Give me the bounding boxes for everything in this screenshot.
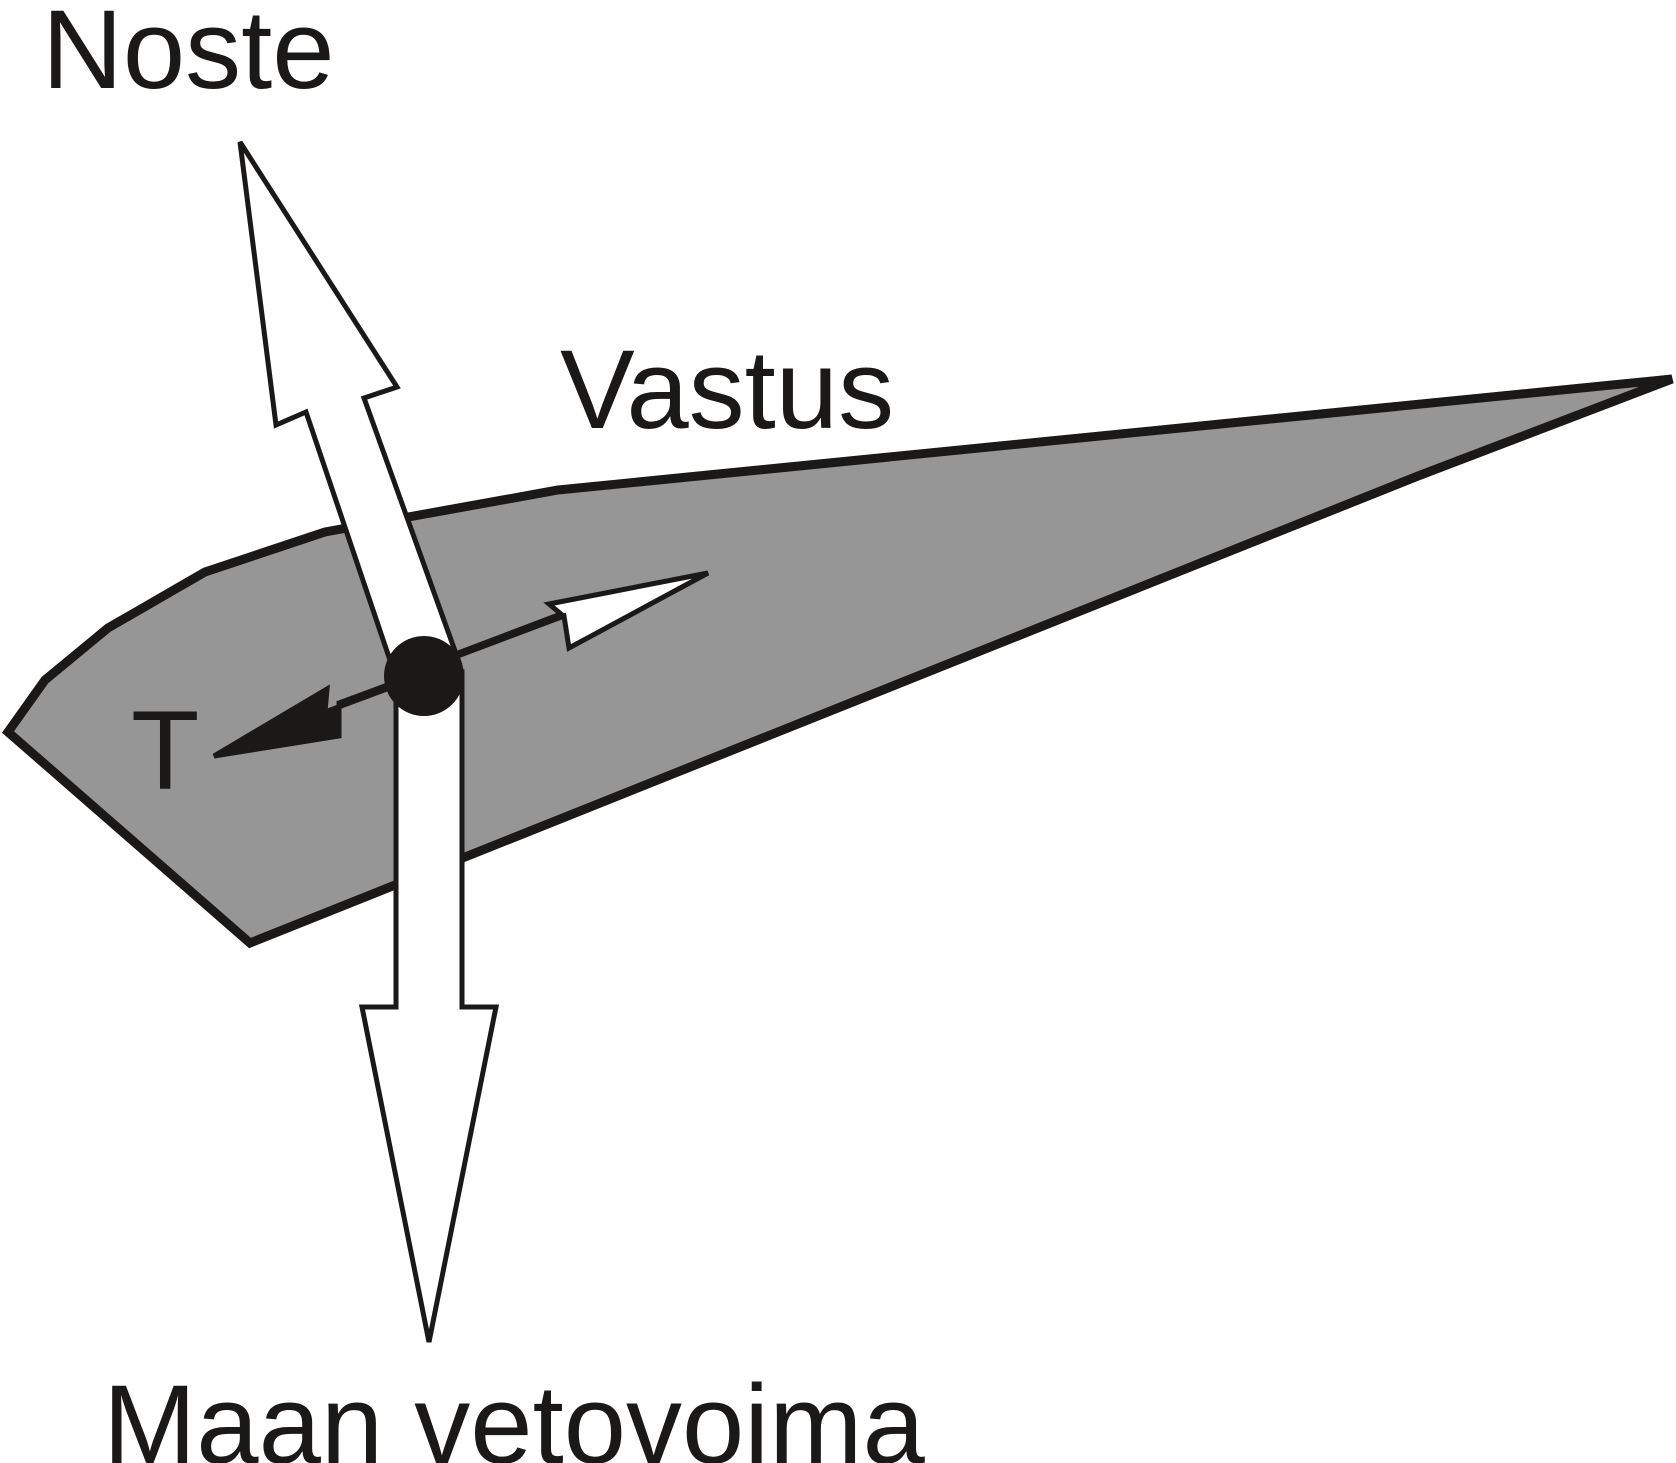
- center-point: [384, 636, 464, 716]
- lift-arrow: [237, 140, 463, 678]
- drag-label: Vastus: [560, 327, 894, 452]
- gravity-arrow: [358, 669, 500, 1343]
- wing-shape: [1, 374, 1674, 949]
- lift-label: Noste: [42, 0, 335, 112]
- gravity-label: Maan vetovoima: [103, 1362, 925, 1463]
- drag-arrow: [444, 570, 710, 661]
- thrust-label: T: [131, 688, 199, 813]
